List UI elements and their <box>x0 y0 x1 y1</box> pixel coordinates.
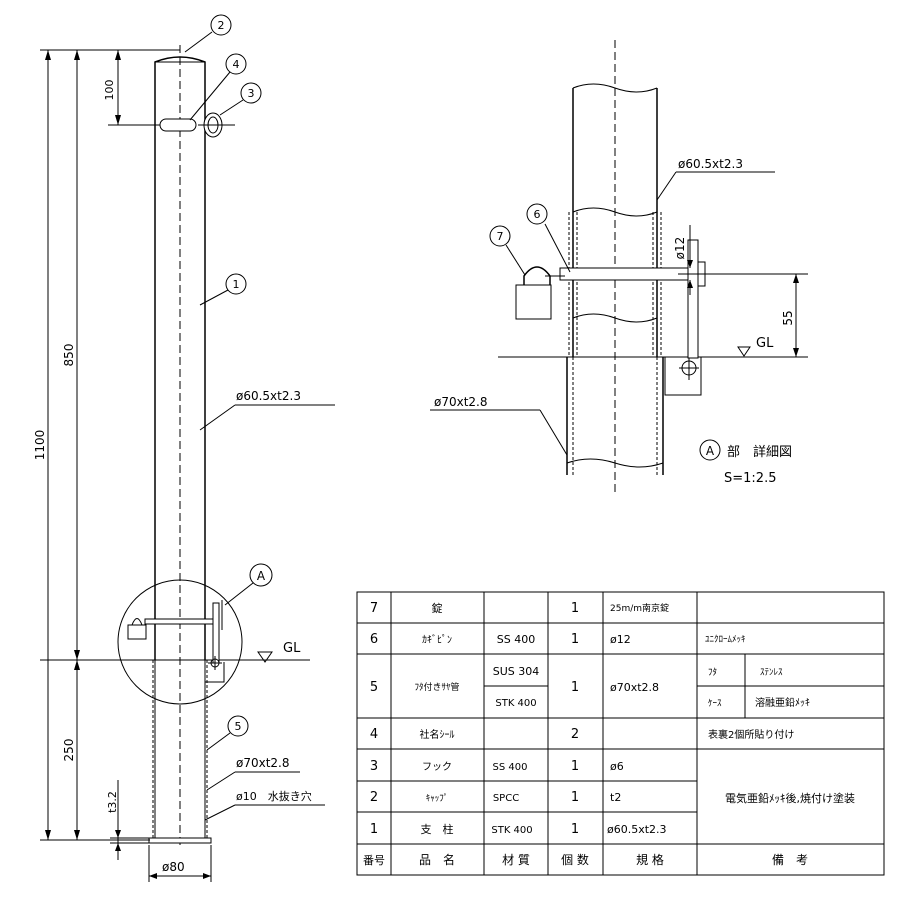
balloon-4 <box>225 53 247 75</box>
detail-callout-sleeve: ø70xt2.8 <box>434 395 488 409</box>
row-6-remarks: ﾕﾆｸﾛｰﾑﾒｯｷ <box>705 634 746 645</box>
row-2-no: 2 <box>370 790 378 805</box>
row-5-spec: ø70xt2.8 <box>610 681 659 694</box>
balloon-a <box>249 563 273 587</box>
svg-text:A: A <box>706 444 715 458</box>
row-5-remarks-b-label: ｹｰｽ <box>708 698 722 709</box>
balloon-6 <box>526 203 548 225</box>
dim-height: 55 <box>781 310 795 325</box>
detail-scale: S=1:2.5 <box>724 471 776 486</box>
header-qty: 個 数 <box>561 852 589 867</box>
row-4-name: 社名ｼｰﾙ <box>420 728 455 741</box>
row-7-name: 錠 <box>432 601 443 615</box>
row-1-material: STK 400 <box>491 825 532 836</box>
row-7-no: 7 <box>370 601 378 616</box>
detail-view: GL ø12 55 ø60.5xt2.3 ø70xt2.8 <box>430 40 808 492</box>
row-2-spec: t2 <box>610 791 621 804</box>
row-6-no: 6 <box>370 632 378 647</box>
row-2-qty: 1 <box>571 790 579 805</box>
svg-text:3: 3 <box>248 87 255 100</box>
slot-hole <box>159 118 197 132</box>
header-remarks: 備 考 <box>772 852 808 867</box>
row-1-qty: 1 <box>571 822 579 837</box>
callout-hole: ø10 水抜き穴 <box>236 789 312 803</box>
dim-width: ø80 <box>162 860 185 874</box>
dim-top-hole: 100 <box>103 80 116 101</box>
parts-table: 7 錠 1 25m/m南京錠 6 ｶｷﾞﾋﾟﾝ SS 400 1 ø12 ﾕﾆｸ… <box>356 591 885 876</box>
dim-above-gl: 850 <box>62 344 76 367</box>
svg-text:6: 6 <box>534 208 541 221</box>
row-5-name: ﾌﾀ付きｻﾔ管 <box>414 681 459 693</box>
header-name: 品 名 <box>419 852 455 867</box>
row-5-no: 5 <box>370 680 378 695</box>
gl-marker-icon <box>257 651 273 663</box>
row-3-no: 3 <box>370 759 378 774</box>
row-6-qty: 1 <box>571 632 579 647</box>
row-6-name: ｶｷﾞﾋﾟﾝ <box>422 634 452 646</box>
row-4-no: 4 <box>370 727 378 742</box>
row-5-remarks-b-value: 溶融亜鉛ﾒｯｷ <box>755 696 810 709</box>
svg-text:A: A <box>257 569 266 583</box>
dim-total: 1100 <box>33 430 47 461</box>
row-6-material: SS 400 <box>497 633 535 646</box>
merged-remarks: 電気亜鉛ﾒｯｷ後,焼付け塗装 <box>725 791 855 805</box>
row-2-material: SPCC <box>493 793 519 804</box>
front-leaders: ø60.5xt2.3 ø70xt2.8 ø10 水抜き穴 <box>199 389 335 821</box>
row-2-name: ｷｬｯﾌﾟ <box>426 793 449 804</box>
key-pin <box>559 267 691 281</box>
row-7-spec: 25m/m南京錠 <box>610 602 669 614</box>
row-3-name: フック <box>422 761 452 773</box>
svg-text:1: 1 <box>233 278 240 291</box>
detail-title: 部 詳細図 <box>727 444 792 460</box>
header-no: 番号 <box>363 854 385 867</box>
padlock-body-icon <box>515 284 552 320</box>
svg-text:2: 2 <box>218 19 225 32</box>
detail-gl-marker-icon <box>737 346 751 357</box>
lid-plate <box>687 239 699 359</box>
dimension-width: ø80 <box>148 845 212 882</box>
dimensions-vertical: 1100 850 250 100 t3.2 <box>33 49 180 860</box>
svg-text:7: 7 <box>497 230 504 243</box>
row-1-name: 支 柱 <box>421 822 454 836</box>
dim-pin: ø12 <box>673 237 687 260</box>
front-view: GL 1100 850 250 <box>33 14 335 882</box>
balloon-5 <box>227 715 249 737</box>
dim-below-gl: 250 <box>62 739 76 762</box>
row-5-material-a: SUS 304 <box>493 665 540 678</box>
svg-text:4: 4 <box>233 58 240 71</box>
detail-gl-label: GL <box>756 336 774 351</box>
header-material: 材 質 <box>502 852 530 867</box>
gl-label: GL <box>283 641 301 656</box>
detail-a-mini <box>127 600 225 683</box>
dim-thickness: t3.2 <box>106 791 119 813</box>
header-spec: 規 格 <box>636 852 664 867</box>
row-4-remarks: 表裏2個所貼り付け <box>708 728 794 741</box>
row-5-remarks-a-value: ｽﾃﾝﾚｽ <box>760 667 783 678</box>
balloon-2 <box>210 14 232 36</box>
bracket <box>664 357 702 396</box>
row-3-qty: 1 <box>571 759 579 774</box>
row-4-qty: 2 <box>571 727 579 742</box>
row-5-material-b: STK 400 <box>495 698 536 709</box>
detail-circle-a <box>117 579 243 705</box>
svg-text:5: 5 <box>235 720 242 733</box>
row-6-spec: ø12 <box>610 633 631 646</box>
balloon-3 <box>240 82 262 104</box>
row-3-spec: ø6 <box>610 760 624 773</box>
front-balloons: 2 4 3 1 A 5 <box>184 14 273 751</box>
row-3-material: SS 400 <box>493 762 528 773</box>
row-5-qty: 1 <box>571 680 579 695</box>
row-1-no: 1 <box>370 822 378 837</box>
callout-sleeve: ø70xt2.8 <box>236 756 290 770</box>
balloon-1 <box>225 273 247 295</box>
base-plate <box>148 837 212 844</box>
balloon-7 <box>489 225 511 247</box>
callout-pipe: ø60.5xt2.3 <box>236 389 301 403</box>
detail-callout-pipe: ø60.5xt2.3 <box>678 157 743 171</box>
detail-title-balloon <box>699 439 721 461</box>
row-7-qty: 1 <box>571 601 579 616</box>
row-1-spec: ø60.5xt2.3 <box>607 823 667 836</box>
row-5-remarks-a-label: ﾌﾀ <box>708 667 717 678</box>
